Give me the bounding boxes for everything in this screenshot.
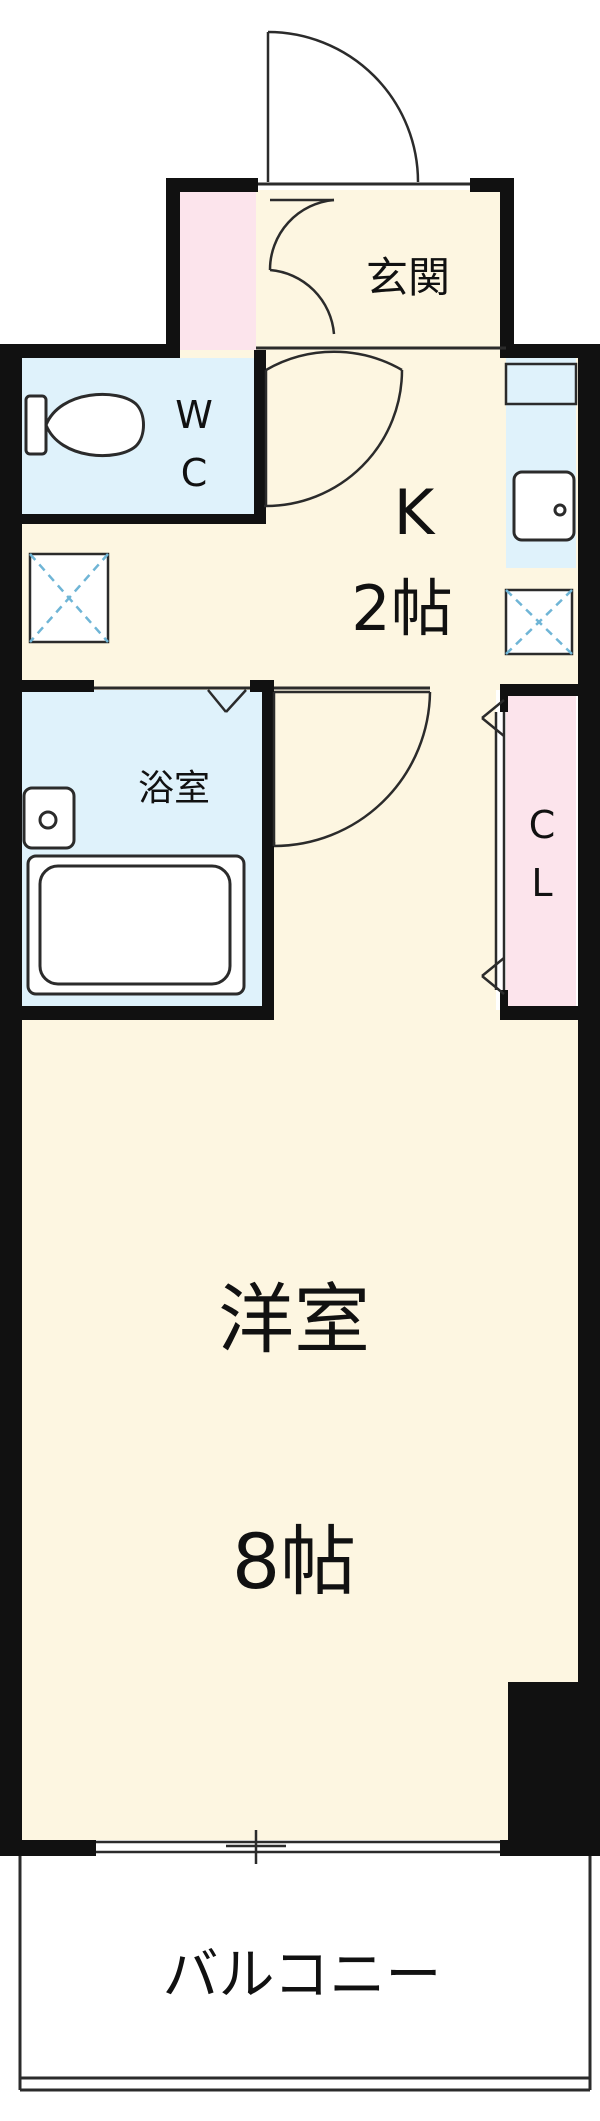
western-room-size: 8帖	[232, 1517, 356, 1606]
wall-bottom-left	[0, 1840, 96, 1856]
vent-icon	[504, 588, 574, 656]
kitchen-sink-icon	[512, 470, 576, 542]
kitchen-label: K	[394, 476, 436, 549]
entrance-shoe-box	[180, 192, 256, 350]
entrance-floor	[256, 190, 506, 352]
wall-closet-left-top	[500, 684, 508, 712]
kitchen-counter-edge	[504, 362, 578, 406]
vent-icon	[28, 552, 110, 644]
bath-sink-icon	[22, 786, 76, 850]
wall-wc-right	[254, 350, 266, 516]
wall-entrance-left	[166, 178, 180, 358]
bath-door	[94, 686, 250, 713]
wall-closet-bottom	[500, 1006, 578, 1020]
bathtub-icon	[26, 854, 246, 996]
closet-door	[481, 699, 506, 995]
wall-top-right	[500, 344, 600, 358]
closet-label-c: C	[529, 803, 556, 847]
wall-bath-right	[262, 680, 274, 1020]
wc-label-w: W	[175, 393, 213, 437]
wall-closet-top	[500, 684, 578, 696]
bath-label: 浴室	[138, 768, 210, 809]
balcony-floor	[22, 1856, 586, 2086]
balcony-window	[96, 1830, 500, 1864]
wc-door	[264, 350, 404, 508]
western-room-label: 洋室	[218, 1275, 370, 1364]
balcony-label: バルコニー	[163, 1943, 442, 2008]
western-room-floor	[22, 1010, 578, 1840]
wall-wc-bottom	[22, 514, 266, 524]
kitchen-size: 2帖	[351, 572, 452, 645]
balcony-outline	[18, 1856, 592, 2092]
wall-top-left	[0, 344, 180, 358]
toilet-icon	[24, 392, 145, 458]
wall-left	[0, 344, 22, 1856]
entrance-door	[258, 30, 470, 186]
wall-column-bottom-right	[508, 1682, 600, 1854]
wall-kitchen-bottom-left	[22, 680, 94, 692]
wall-entrance-right	[500, 178, 514, 358]
wall-closet-left-bottom	[500, 990, 508, 1020]
wall-bottom-right	[500, 1840, 600, 1856]
wall-top-entrance	[166, 178, 258, 192]
closet-floor	[506, 696, 576, 1006]
hall-floor	[270, 690, 496, 1020]
room-door	[272, 690, 432, 848]
entrance-label: 玄関	[366, 253, 450, 302]
wc-label-c: C	[181, 451, 208, 495]
wall-right	[578, 344, 600, 1856]
wall-bath-bottom	[22, 1006, 274, 1020]
entrance-inner-door	[268, 198, 336, 335]
closet-label-l: L	[531, 861, 552, 905]
